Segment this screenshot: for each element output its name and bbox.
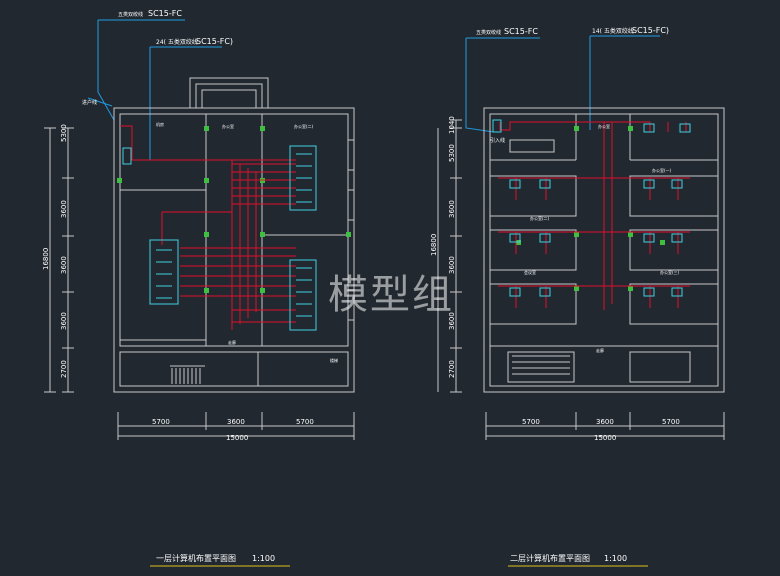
dimensions-horizontal-left: [117, 412, 355, 440]
cable-runs-left: [120, 125, 296, 330]
leader-label-2-left: 24( 五类双绞线: [156, 38, 198, 46]
dim-total-right: 15000: [594, 434, 616, 442]
entry-leader: [87, 97, 113, 107]
room-label-right-0: 办公室: [598, 123, 610, 129]
room-label-left-1: 办公室: [222, 123, 234, 129]
dim-horiz-right-1: 3600: [596, 418, 614, 426]
stair-right: [507, 351, 575, 383]
room-label-left-4: 楼梯: [330, 357, 338, 363]
leader-label-1-right: 五类双绞线: [476, 29, 501, 36]
dim-vert-left-1: 3600: [60, 200, 68, 218]
dim-vert-right-4: 3600: [448, 256, 456, 274]
dimensions-vertical-left: [44, 127, 74, 393]
equipment-rack-3: [289, 259, 317, 331]
dim-vert-left-3: 3600: [60, 256, 68, 274]
dimensions-horizontal-right: [485, 412, 725, 440]
dim-vert-left-5: 2700: [60, 360, 68, 378]
watermark-text: 模型组: [328, 272, 454, 318]
room-label-left-0: 机房: [156, 121, 164, 127]
equipment-rack-1: [289, 145, 317, 211]
dim-total-left: 15000: [226, 434, 248, 442]
plan-title-right: 二层计算机布置平面图: [510, 553, 590, 563]
distribution-box-left: [122, 147, 132, 165]
leader-line-1: [97, 20, 115, 121]
dimensions-vertical-right: [437, 119, 462, 393]
leader-lines-left: [87, 19, 222, 160]
equipment-right: [492, 119, 691, 297]
dim-vert-right-3: 16800: [430, 234, 438, 256]
leader-spec-1-right: SC15-FC: [504, 27, 538, 36]
entry-label-left: 进户线: [82, 99, 97, 106]
floor-plan-2: [437, 35, 725, 567]
room-label-right-3: 办公室(三): [660, 269, 680, 275]
room-label-left-2: 办公室(二): [294, 123, 314, 129]
room-label-left-3: 走廊: [228, 339, 236, 345]
dim-horiz-left-0: 5700: [152, 418, 170, 426]
dim-horiz-right-0: 5700: [522, 418, 540, 426]
leader-label-2-right: 14( 五类双绞线: [592, 27, 634, 35]
leader-label-1-left: 五类双绞线: [118, 11, 143, 18]
dim-vert-left-2: 16800: [42, 248, 50, 270]
dim-vert-left-4: 3600: [60, 312, 68, 330]
outer-wall-left: [113, 107, 355, 393]
equipment-left: [122, 145, 317, 331]
dim-horiz-right-2: 5700: [662, 418, 680, 426]
dim-vert-right-0: 1040: [448, 116, 456, 134]
leader-spec-2-left: SC15-FC): [196, 37, 233, 46]
dim-vert-right-2: 3600: [448, 200, 456, 218]
dim-vert-right-6: 2700: [448, 360, 456, 378]
leader-spec-1-left: SC15-FC: [148, 9, 182, 18]
plan-title-left: 一层计算机布置平面图: [156, 553, 236, 563]
floor-plan-1: [44, 19, 355, 567]
leader-line-1-right: [465, 38, 495, 133]
room-label-right-4: 会议室: [524, 269, 536, 275]
dim-vert-left-0: 5300: [60, 124, 68, 142]
room-label-right-5: 走廊: [596, 347, 604, 353]
leader-spec-2-right: SC15-FC): [632, 26, 669, 35]
dim-vert-right-1: 5300: [448, 144, 456, 162]
stair-left: [171, 368, 201, 384]
dim-horiz-left-1: 3600: [227, 418, 245, 426]
plan-scale-right: 1:100: [604, 554, 627, 563]
room-label-right-2: 办公室(二): [530, 215, 550, 221]
outer-wall-right: [483, 107, 725, 393]
equipment-rack-2: [149, 239, 179, 305]
plan-scale-left: 1:100: [252, 554, 275, 563]
room-label-right-1: 办公室(一): [652, 167, 672, 173]
cable-runs-right: [498, 121, 690, 310]
dim-horiz-left-2: 5700: [296, 418, 314, 426]
dim-vert-right-5: 3600: [448, 312, 456, 330]
entry-label-right: 引入线: [490, 137, 505, 144]
distribution-box-right: [492, 119, 502, 133]
